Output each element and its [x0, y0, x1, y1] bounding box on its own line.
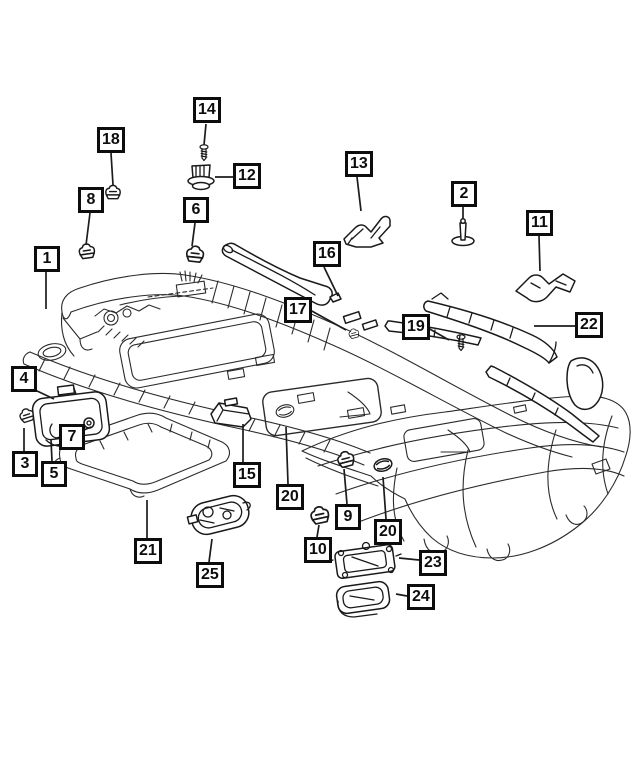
callout-number: 25	[201, 566, 219, 583]
callout-number: 12	[238, 167, 256, 184]
callout-number: 13	[350, 155, 368, 172]
part-14-screw	[199, 144, 209, 162]
callout-number: 5	[49, 465, 59, 482]
callout-number: 9	[343, 508, 353, 525]
part-23-mounting-bracket	[327, 541, 402, 580]
callout-box-20-b[interactable]: 20	[374, 519, 402, 545]
leader-lines	[23, 123, 575, 597]
callout-box-11[interactable]: 11	[526, 210, 553, 236]
callout-box-7[interactable]: 7	[59, 424, 85, 450]
part-10-clip	[308, 504, 331, 526]
callout-number: 20	[379, 523, 397, 540]
callout-number: 16	[318, 245, 336, 262]
part-rear-side-rail	[485, 357, 604, 443]
callout-box-24[interactable]: 24	[407, 584, 435, 610]
callout-box-5[interactable]: 5	[41, 461, 67, 487]
callout-box-10[interactable]: 10	[304, 537, 332, 563]
callout-box-15[interactable]: 15	[233, 462, 261, 488]
callout-box-19[interactable]: 19	[402, 314, 430, 340]
callout-number: 24	[412, 588, 430, 605]
callout-box-6[interactable]: 6	[183, 197, 209, 223]
part-8-clip	[77, 242, 97, 260]
callout-number: 15	[238, 466, 256, 483]
callout-box-4[interactable]: 4	[11, 366, 37, 392]
part-13-bracket	[343, 215, 391, 248]
callout-box-2[interactable]: 2	[451, 181, 477, 207]
callout-box-8[interactable]: 8	[78, 187, 104, 213]
callout-box-25[interactable]: 25	[196, 562, 224, 588]
callout-box-12[interactable]: 12	[233, 163, 261, 189]
part-6-clip	[185, 244, 206, 264]
callout-number: 1	[42, 250, 52, 267]
part-12-clip	[187, 164, 215, 191]
callout-box-14[interactable]: 14	[193, 97, 221, 123]
part-22-rear-header-trim	[423, 292, 558, 364]
callout-box-18[interactable]: 18	[97, 127, 125, 153]
part-15-bracket	[210, 397, 252, 428]
part-rear-headliner-panel	[301, 395, 631, 562]
part-4-sun-visor	[31, 384, 111, 447]
callout-box-21[interactable]: 21	[134, 538, 162, 564]
part-16-roof-rail	[221, 242, 342, 306]
callout-number: 21	[139, 542, 157, 559]
callout-number: 3	[20, 455, 30, 472]
callout-number: 11	[531, 214, 548, 231]
callout-box-13[interactable]: 13	[345, 151, 373, 177]
callout-box-9[interactable]: 9	[335, 504, 361, 530]
callout-box-17[interactable]: 17	[284, 297, 312, 323]
callout-box-16[interactable]: 16	[313, 241, 341, 267]
callout-number: 2	[459, 185, 469, 202]
callout-box-20[interactable]: 20	[276, 484, 304, 510]
callout-number: 14	[198, 101, 216, 118]
part-25-lamp-console	[186, 494, 251, 536]
callout-number: 23	[424, 554, 442, 571]
part-24-storage-tray	[335, 580, 391, 618]
callout-box-1[interactable]: 1	[34, 246, 60, 272]
part-headliner-panel	[37, 270, 602, 458]
callout-box-23[interactable]: 23	[419, 550, 447, 576]
callout-number: 6	[191, 201, 201, 218]
callout-box-22[interactable]: 22	[575, 312, 603, 338]
part-18-clip	[105, 184, 121, 200]
callout-number: 19	[407, 318, 425, 335]
callout-box-3[interactable]: 3	[12, 451, 38, 477]
part-2-push-pin	[451, 218, 475, 247]
callout-number: 22	[580, 316, 598, 333]
callout-number: 4	[19, 370, 29, 387]
callout-number: 18	[102, 131, 120, 148]
callout-number: 7	[67, 428, 77, 445]
callout-number: 8	[86, 191, 96, 208]
callout-number: 17	[289, 301, 307, 318]
callout-number: 20	[281, 488, 299, 505]
callout-number: 10	[309, 541, 327, 558]
part-11-bracket	[515, 273, 576, 303]
